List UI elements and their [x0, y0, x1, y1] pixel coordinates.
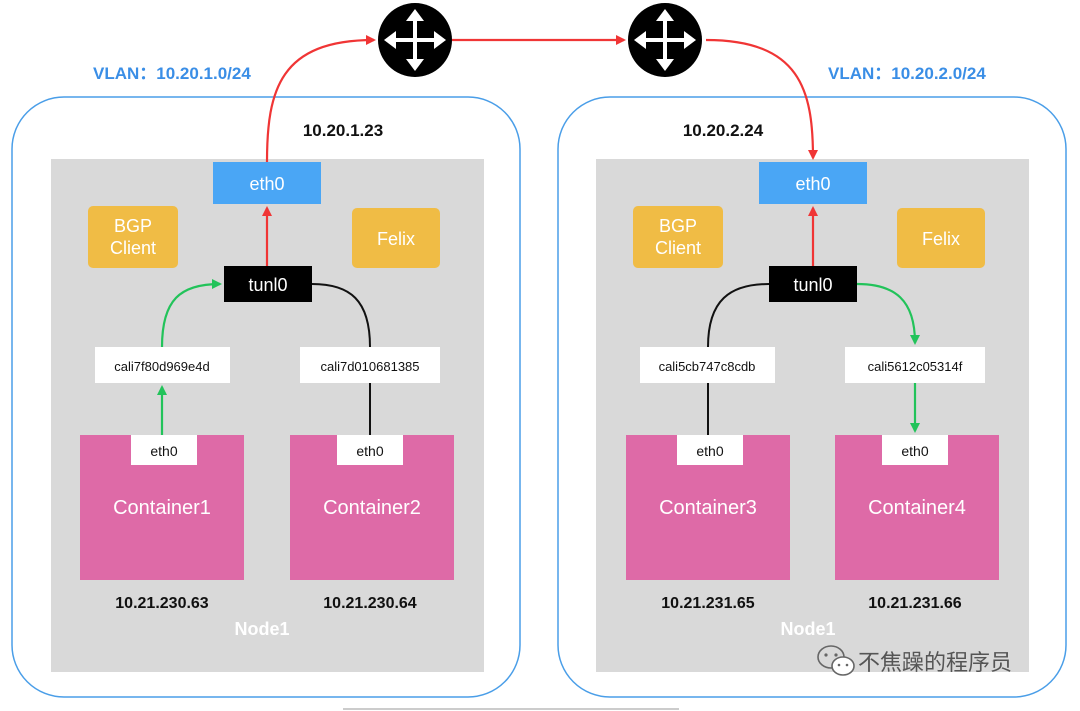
arrow-eth0-to-router — [265, 35, 376, 163]
container-ip: 10.21.230.64 — [323, 595, 417, 612]
eth0-interface — [759, 162, 867, 204]
arrow-tunl0-to-cali-right — [856, 282, 920, 345]
felix-label: Felix — [377, 229, 415, 249]
container-eth0 — [882, 435, 948, 465]
felix-box — [897, 208, 985, 268]
cali-veth-right-label: cali7d010681385 — [320, 359, 419, 374]
felix-box — [352, 208, 440, 268]
cali-veth-right-label: cali5612c05314f — [868, 359, 963, 374]
container-name: Container2 — [323, 497, 421, 519]
tunl0-label: tunl0 — [248, 275, 287, 295]
host-ip: 10.20.1.23 — [303, 121, 383, 140]
container-eth0-label: eth0 — [150, 443, 177, 459]
cali-veth-left-label: cali5cb747c8cdb — [659, 359, 756, 374]
container-ip: 10.21.230.63 — [115, 595, 209, 612]
bgp-client-box — [633, 206, 723, 268]
container-eth0-label: eth0 — [356, 443, 383, 459]
eth0-interface — [213, 162, 321, 204]
node-label: Node1 — [780, 619, 835, 639]
bgp-client-box — [88, 206, 178, 268]
vlan-label: VLAN：10.20.2.0/24 — [828, 64, 986, 83]
arrow-cali-to-tunl0 — [160, 279, 222, 348]
cali-veth-left — [640, 347, 775, 383]
container-eth0 — [677, 435, 743, 465]
node-label: Node1 — [234, 619, 289, 639]
tunl0-label: tunl0 — [793, 275, 832, 295]
wechat-icon — [817, 645, 855, 676]
cali-veth-left — [95, 347, 230, 383]
cali-veth-left-label: cali7f80d969e4d — [114, 359, 209, 374]
container-eth0-label: eth0 — [901, 443, 928, 459]
eth0-label: eth0 — [249, 174, 284, 194]
vlan-label: VLAN：10.20.1.0/24 — [93, 64, 251, 83]
container-eth0 — [337, 435, 403, 465]
container-eth0-label: eth0 — [696, 443, 723, 459]
container-name: Container1 — [113, 497, 211, 519]
watermark-text: 不焦躁的程序员 — [858, 650, 1012, 675]
router-arrows-icon — [628, 3, 702, 77]
container-ip: 10.21.231.66 — [868, 595, 962, 612]
host-ip: 10.20.2.24 — [683, 121, 764, 140]
arrow-router-to-eth0 — [705, 38, 818, 160]
line-tunl0-to-cali-right — [311, 283, 371, 348]
tunl0-interface — [224, 266, 312, 302]
cali-veth-right — [300, 347, 440, 383]
container-name: Container4 — [868, 497, 966, 519]
container-name: Container3 — [659, 497, 757, 519]
container-ip: 10.21.231.65 — [661, 595, 755, 612]
line-tunl0-to-cali-left — [707, 283, 770, 348]
tunl0-interface — [769, 266, 857, 302]
felix-label: Felix — [922, 229, 960, 249]
router-arrows-icon — [378, 3, 452, 77]
eth0-label: eth0 — [795, 174, 830, 194]
container-eth0 — [131, 435, 197, 465]
cali-veth-right — [845, 347, 985, 383]
